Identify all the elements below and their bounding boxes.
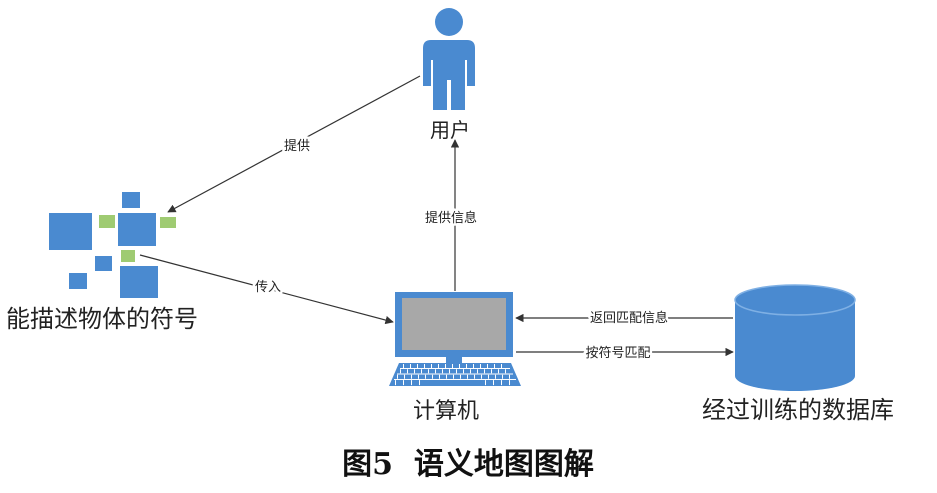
database-icon (734, 284, 856, 391)
edge-symbols-to-computer: 传入 (139, 254, 394, 325)
node-label-user: 用户 (430, 118, 470, 142)
edge-label-provide-info: 提供信息 (425, 210, 477, 226)
monitor-stand (446, 357, 462, 363)
node-computer: 计算机 (389, 292, 521, 424)
edge-label-input: 传入 (255, 280, 281, 295)
edge-label-match-by-symbol: 按符号匹配 (585, 345, 650, 361)
node-label-symbols: 能描述物体的符号 (6, 305, 198, 333)
edge-line (167, 75, 421, 213)
node-symbols: 能描述物体的符号 (6, 192, 198, 333)
keyboard-icon (389, 363, 521, 386)
edge-label-provide: 提供 (284, 138, 310, 154)
edge-label-return-match-info: 返回匹配信息 (590, 310, 668, 326)
edge-computer-to-user: 提供信息 (422, 139, 480, 291)
node-label-computer: 计算机 (413, 399, 479, 424)
edge-database-to-computer: 返回匹配信息 (515, 308, 733, 329)
person-icon (423, 8, 475, 110)
edge-user-to-symbols: 提供 (167, 75, 421, 213)
monitor-screen (402, 298, 506, 350)
node-label-database: 经过训练的数据库 (702, 396, 894, 424)
figure-caption: 图5 语义地图图解 (342, 447, 594, 482)
node-database: 经过训练的数据库 (702, 284, 894, 424)
edge-computer-to-database: 按符号匹配 (516, 343, 734, 364)
node-user: 用户 (423, 8, 475, 142)
edge-line (139, 254, 394, 325)
symbol-tiles-icon (49, 192, 176, 298)
computer-icon (389, 292, 521, 386)
